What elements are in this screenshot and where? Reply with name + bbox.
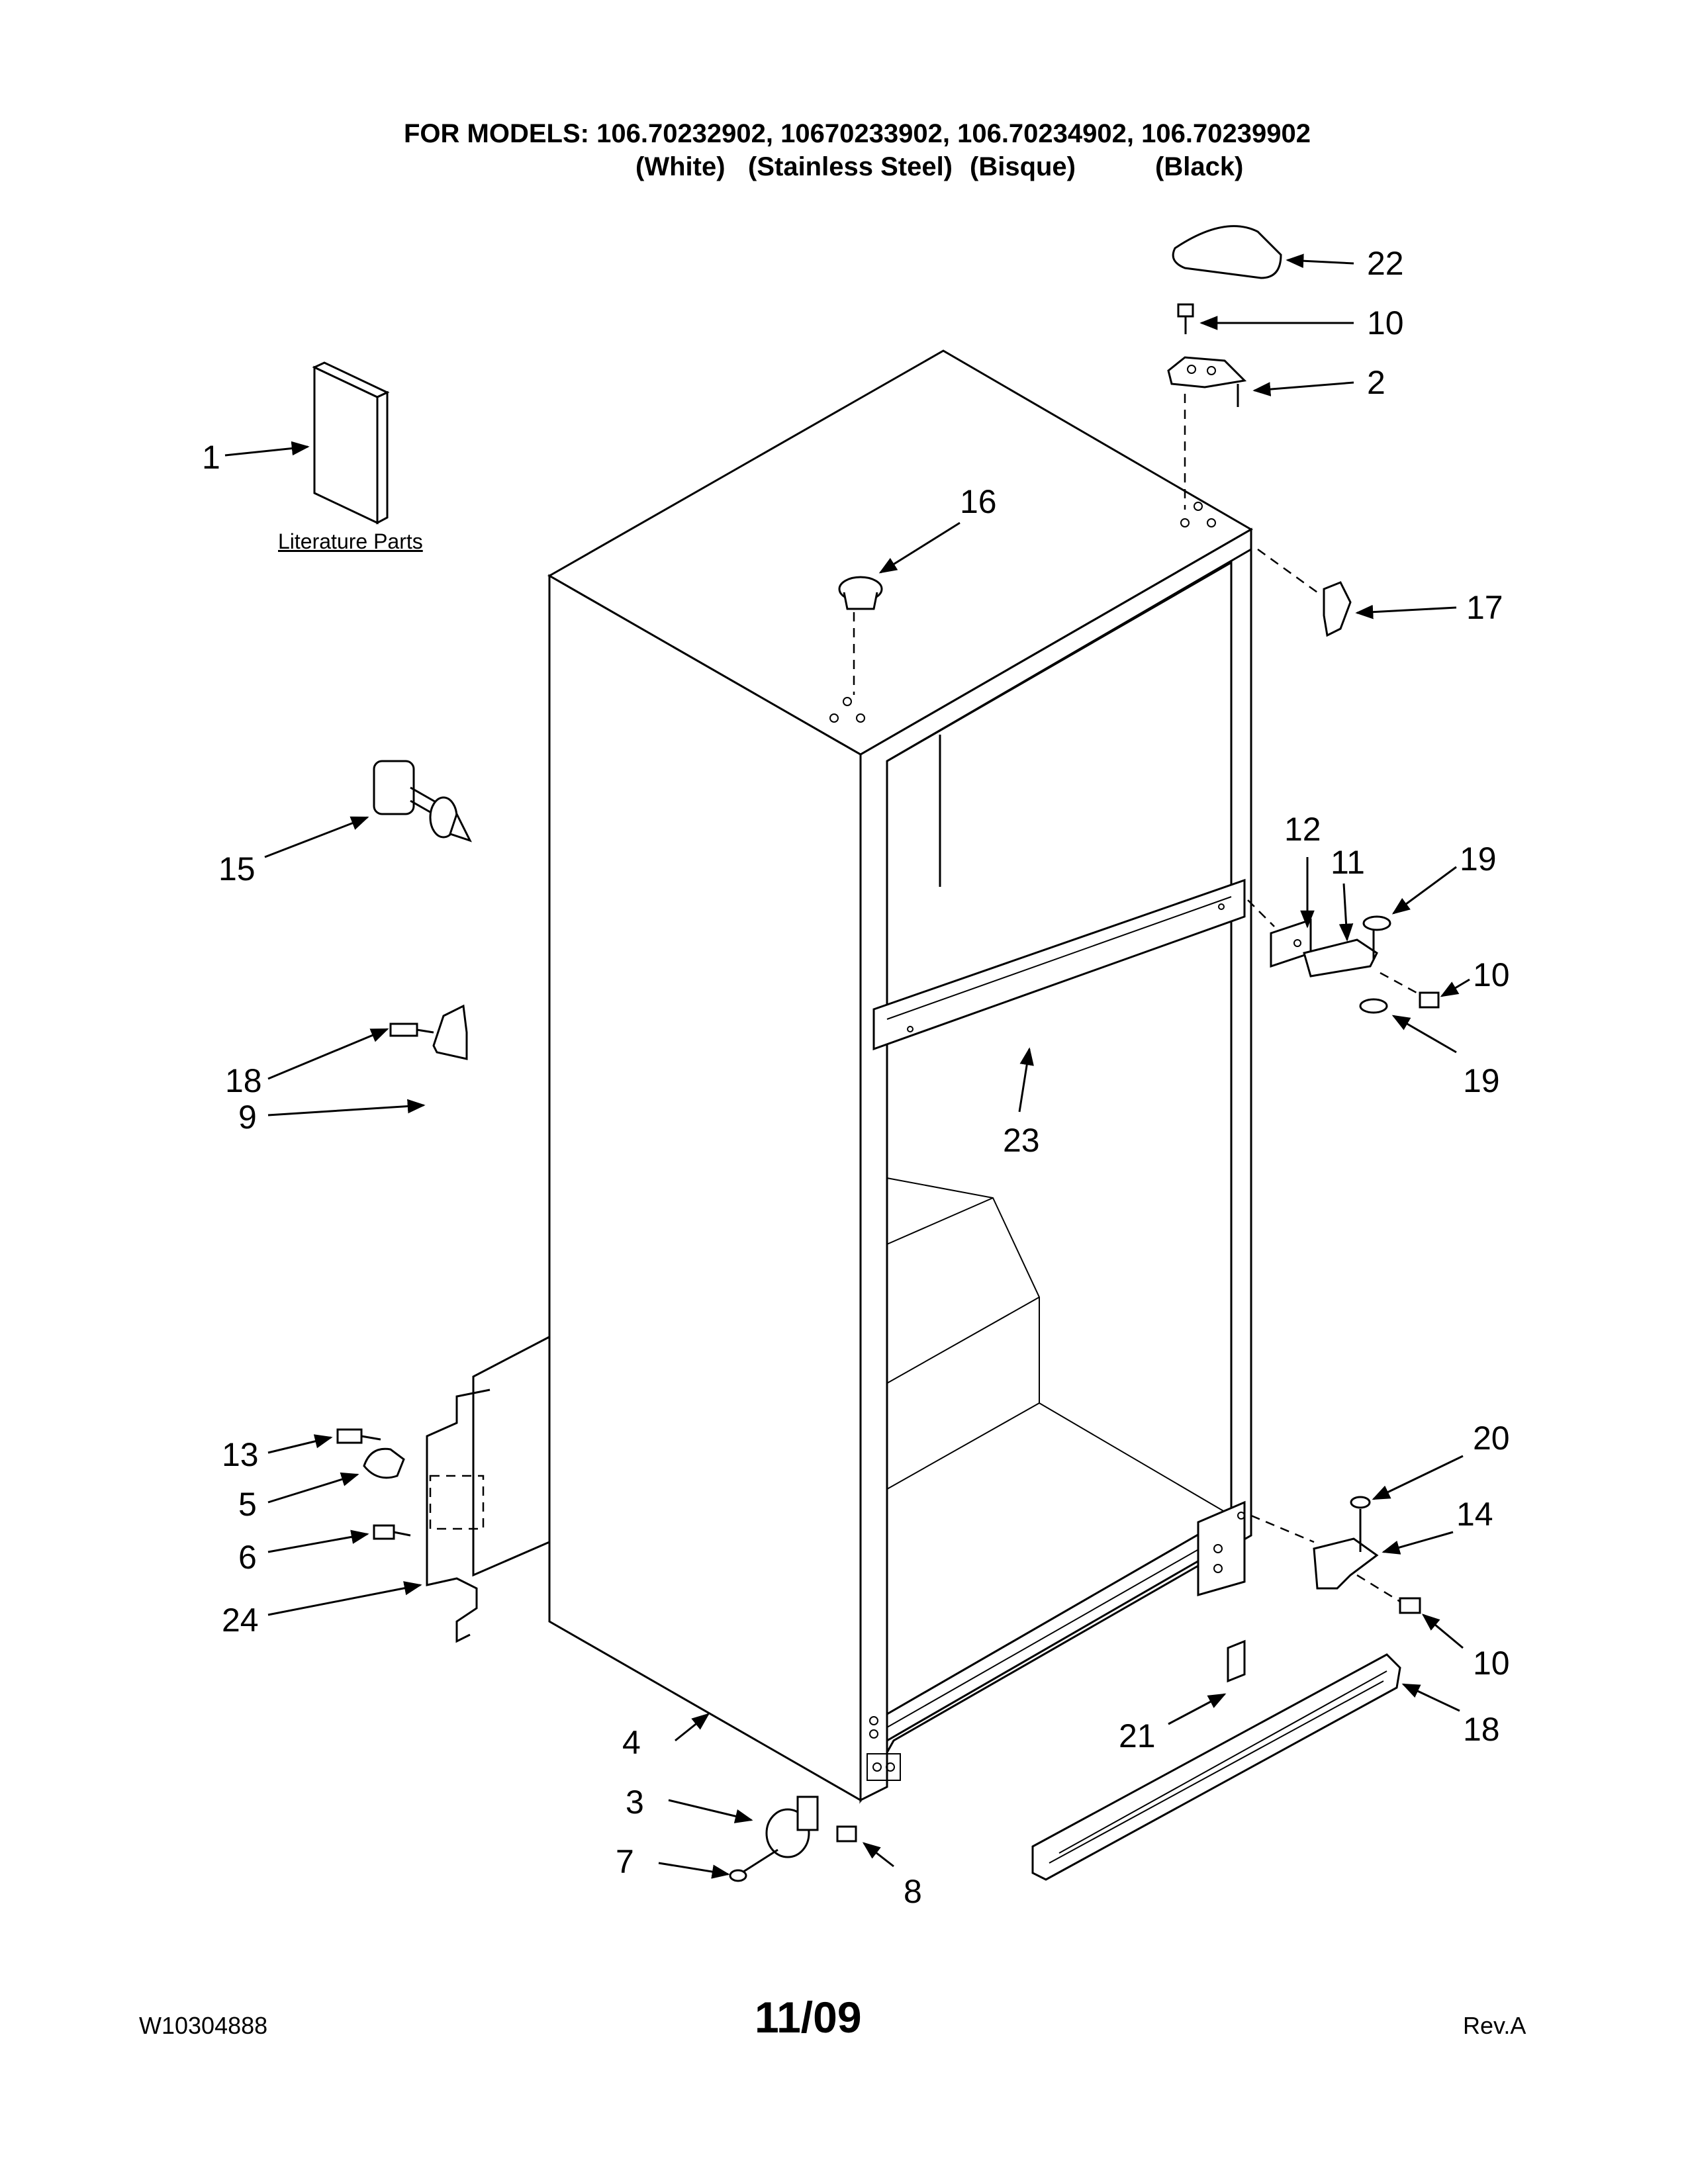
grille-clip-21 (1227, 1639, 1246, 1683)
screw-8 (836, 1825, 857, 1843)
hinge-pin-cover-17 (1323, 581, 1352, 637)
washer-19-top (1362, 915, 1391, 931)
top-hinge-cover-22 (1172, 225, 1282, 279)
literature-parts-icon (312, 361, 390, 525)
cover-clip-5-13 (336, 1428, 405, 1479)
callout-7: 7 (616, 1843, 634, 1880)
rear-bracket-24 (426, 1388, 491, 1643)
screw-7 (729, 1848, 778, 1882)
screw-6 (373, 1524, 411, 1540)
callout-3: 3 (626, 1784, 644, 1821)
base-grille-18 (1031, 1653, 1401, 1881)
callout-14: 14 (1456, 1496, 1493, 1533)
handle-mount-15 (373, 760, 472, 842)
callout-16: 16 (960, 483, 997, 520)
callout-22: 22 (1367, 245, 1404, 282)
callout-20: 20 (1473, 1420, 1510, 1457)
top-hinge-2 (1167, 356, 1247, 407)
center-hinge-11 (1303, 927, 1378, 978)
callout-5: 5 (238, 1486, 257, 1523)
callout-9: 9 (238, 1099, 257, 1136)
callout-24: 24 (222, 1602, 259, 1639)
refrigerator-cabinet (472, 349, 1253, 1804)
literature-parts-label: Literature Parts (278, 529, 423, 553)
leveling-leg-3 (765, 1796, 819, 1858)
callout-2: 2 (1367, 364, 1385, 401)
callout-10-bottom: 10 (1473, 1645, 1510, 1682)
document-number: W10304888 (139, 2012, 268, 2039)
callout-1: 1 (202, 439, 220, 476)
variant-white: (White) (635, 152, 726, 181)
bottom-hinge-14 (1313, 1509, 1379, 1590)
callout-15: 15 (218, 850, 256, 887)
callout-13: 13 (222, 1436, 259, 1473)
washer-19-bottom (1359, 998, 1388, 1014)
hole-plug-16 (838, 576, 883, 610)
callout-21: 21 (1119, 1717, 1156, 1754)
door-stop-18-9 (389, 1004, 468, 1060)
top-hinge-screw-10 (1177, 303, 1194, 334)
leader-lines (224, 253, 1470, 1879)
center-hinge-12 (1270, 918, 1312, 968)
callout-18-bottom: 18 (1463, 1711, 1500, 1748)
models-header: FOR MODELS: 106.70232902, 10670233902, 1… (404, 119, 1311, 148)
callout-18-top: 18 (225, 1062, 262, 1099)
callout-6: 6 (238, 1539, 257, 1576)
variant-stainless-steel: (Stainless Steel) (748, 152, 953, 181)
hinge-pin-20 (1350, 1496, 1371, 1509)
variant-black: (Black) (1155, 152, 1244, 181)
revision-label: Rev.A (1463, 2012, 1526, 2039)
center-hinge-screw-10 (1419, 991, 1440, 1009)
callout-12: 12 (1284, 811, 1321, 848)
callout-17: 17 (1466, 589, 1503, 626)
callout-23: 23 (1003, 1122, 1040, 1159)
callout-19-bottom: 19 (1463, 1062, 1500, 1099)
callout-10-top: 10 (1367, 304, 1404, 341)
bottom-hinge-screw-10 (1399, 1597, 1421, 1614)
variant-bisque: (Bisque) (970, 152, 1076, 181)
callout-10-middle: 10 (1473, 956, 1510, 993)
callout-8: 8 (904, 1873, 922, 1910)
revision-date: 11/09 (755, 1993, 862, 2042)
callout-4: 4 (622, 1724, 641, 1761)
callout-numbers: 1 22 10 2 16 17 15 12 11 19 10 19 18 9 2… (202, 245, 1510, 1910)
callout-19-top: 19 (1460, 841, 1497, 878)
callout-11: 11 (1331, 844, 1365, 881)
